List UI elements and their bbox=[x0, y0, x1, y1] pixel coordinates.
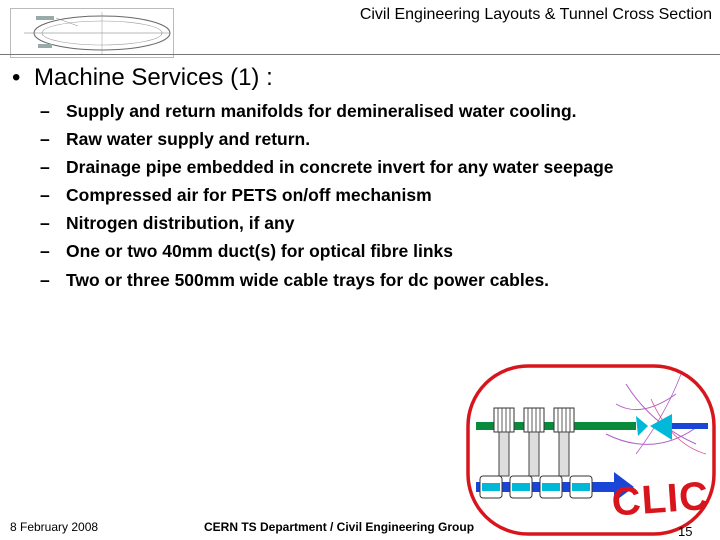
main-bullet: • Machine Services (1) : bbox=[12, 64, 273, 92]
tunnel-section-thumbnail bbox=[10, 8, 174, 58]
list-item: –Raw water supply and return. bbox=[40, 128, 630, 151]
dash-marker: – bbox=[40, 101, 50, 121]
list-item-text: Drainage pipe embedded in concrete inver… bbox=[66, 157, 614, 178]
page-number: 15 bbox=[678, 524, 693, 539]
list-item: –Compressed air for PETS on/off mechanis… bbox=[40, 184, 630, 207]
bullet-marker: • bbox=[12, 64, 21, 91]
clic-logo-text: CLIC bbox=[610, 474, 710, 525]
list-item: –One or two 40mm duct(s) for optical fib… bbox=[40, 240, 630, 263]
list-item-text: Nitrogen distribution, if any bbox=[66, 213, 295, 234]
header-divider bbox=[0, 54, 720, 55]
slide-heading: Machine Services (1) : bbox=[34, 64, 273, 91]
list-item: –Nitrogen distribution, if any bbox=[40, 212, 630, 235]
dash-marker: – bbox=[40, 213, 50, 234]
list-item: –Drainage pipe embedded in concrete inve… bbox=[40, 156, 630, 179]
footer-department: CERN TS Department / Civil Engineering G… bbox=[204, 520, 475, 534]
footer-date: 8 February 2008 bbox=[10, 520, 99, 534]
slide-header-title: Civil Engineering Layouts & Tunnel Cross… bbox=[359, 6, 712, 23]
list-item: –Two or three 500mm wide cable trays for… bbox=[40, 269, 630, 292]
list-item-text: Compressed air for PETS on/off mechanism bbox=[66, 185, 432, 206]
clic-logo: CLIC bbox=[466, 364, 716, 536]
list-item-text: Two or three 500mm wide cable trays for … bbox=[66, 269, 550, 290]
dash-marker: – bbox=[40, 241, 50, 262]
sub-bullet-list: –Supply and return manifolds for deminer… bbox=[40, 100, 630, 297]
list-item-text: Supply and return manifolds for deminera… bbox=[66, 101, 577, 121]
dash-marker: – bbox=[40, 157, 50, 178]
list-item: –Supply and return manifolds for deminer… bbox=[40, 100, 630, 123]
list-item-text: Raw water supply and return. bbox=[66, 129, 311, 150]
list-item-text: One or two 40mm duct(s) for optical fibr… bbox=[66, 241, 453, 262]
dash-marker: – bbox=[40, 129, 50, 150]
dash-marker: – bbox=[40, 269, 50, 290]
dash-marker: – bbox=[40, 185, 50, 206]
